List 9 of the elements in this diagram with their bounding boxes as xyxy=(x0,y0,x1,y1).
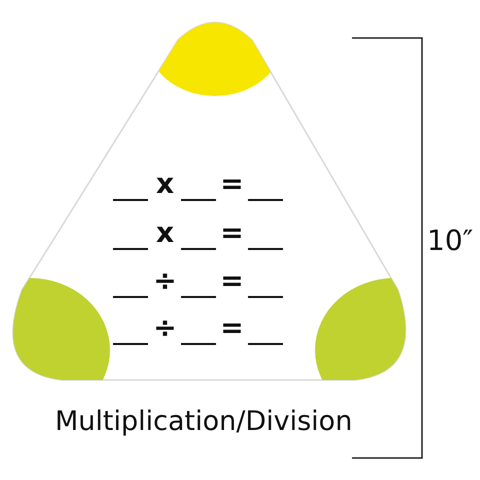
caption: Multiplication/Division xyxy=(55,408,352,435)
operator-sign: ÷ xyxy=(153,314,177,342)
equals-sign: = xyxy=(220,314,244,342)
operator-sign: x xyxy=(154,219,176,247)
operator-sign: x xyxy=(154,170,176,198)
equals-sign: = xyxy=(220,170,244,198)
equals-sign: = xyxy=(220,219,244,247)
operator-sign: ÷ xyxy=(153,267,177,295)
equals-sign: = xyxy=(220,267,244,295)
